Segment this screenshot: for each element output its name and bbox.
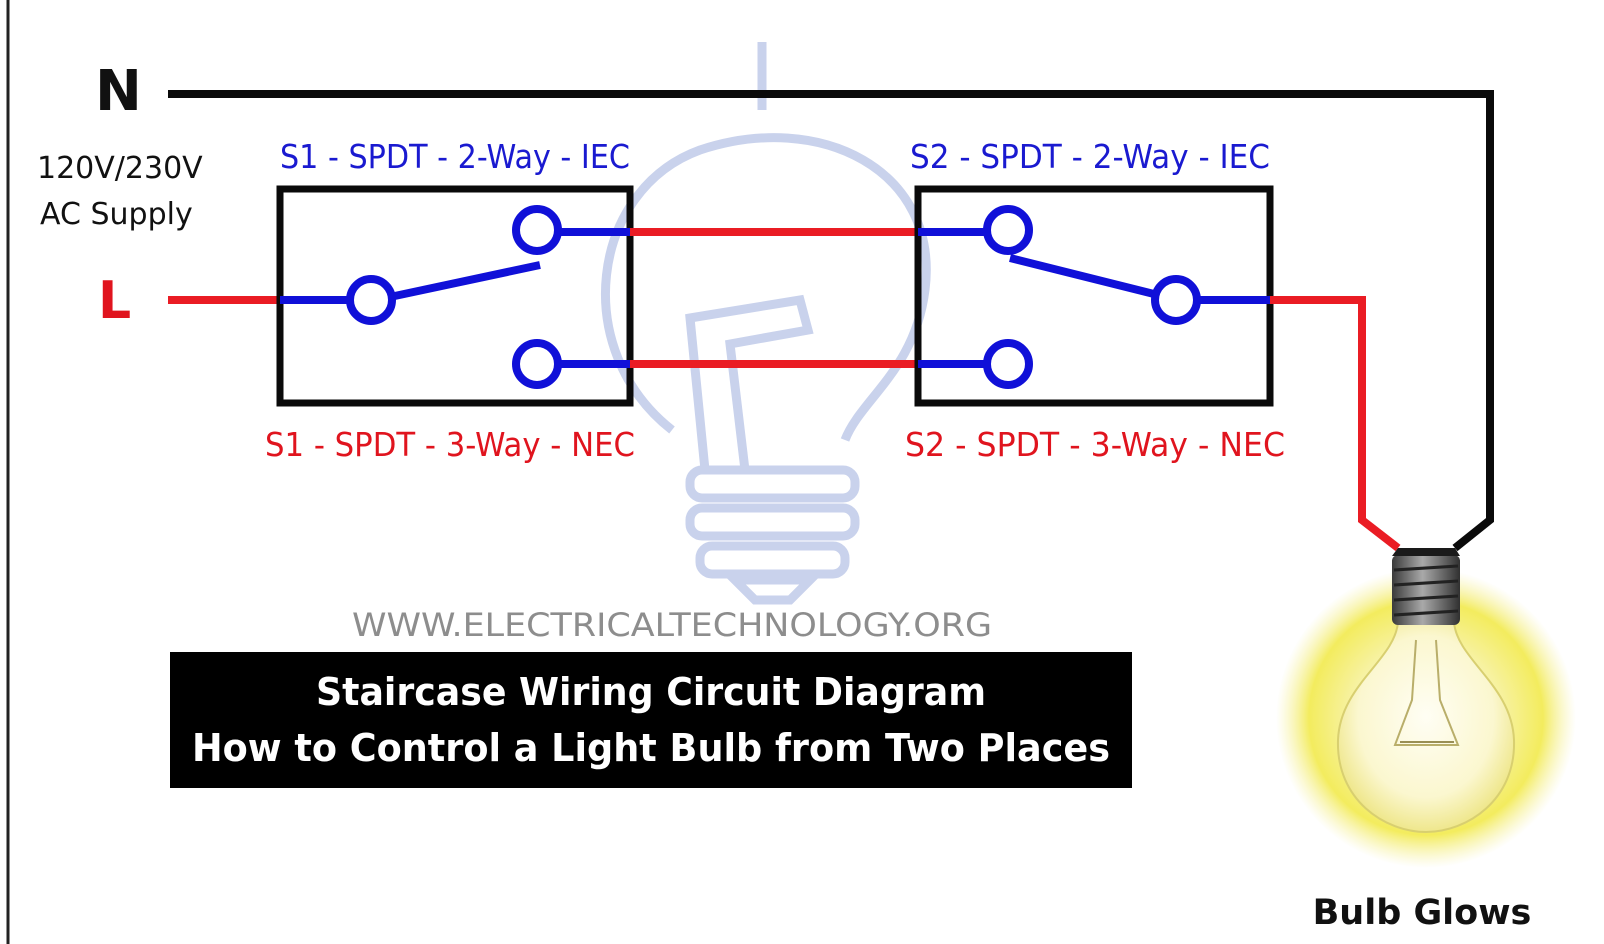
- s2-iec-label: S2 - SPDT - 2-Way - IEC: [910, 137, 1270, 176]
- banner-title: Staircase Wiring Circuit Diagram: [316, 670, 986, 714]
- supply-type-label: AC Supply: [40, 197, 193, 232]
- bulb-caption: Bulb Glows: [1313, 893, 1532, 933]
- live-label: L: [98, 271, 131, 331]
- switch-s2-contacts: [918, 205, 1270, 389]
- s1-iec-label: S1 - SPDT - 2-Way - IEC: [280, 137, 630, 176]
- light-bulb-icon: [1276, 548, 1576, 868]
- supply-voltage-label: 120V/230V: [37, 151, 203, 186]
- neutral-label: N: [95, 59, 142, 124]
- watermark-bulb-icon: [601, 42, 931, 605]
- title-banner: [170, 652, 1132, 788]
- banner-subtitle: How to Control a Light Bulb from Two Pla…: [192, 726, 1110, 770]
- switch-s1-contacts: [280, 205, 630, 389]
- switched-live-wire: [1270, 296, 1401, 552]
- s1-nec-label: S1 - SPDT - 3-Way - NEC: [265, 425, 635, 464]
- watermark-url: WWW.ELECTRICALTECHNOLOGY.ORG: [352, 606, 992, 644]
- s2-nec-label: S2 - SPDT - 3-Way - NEC: [905, 425, 1285, 464]
- neutral-wire: [168, 90, 1494, 552]
